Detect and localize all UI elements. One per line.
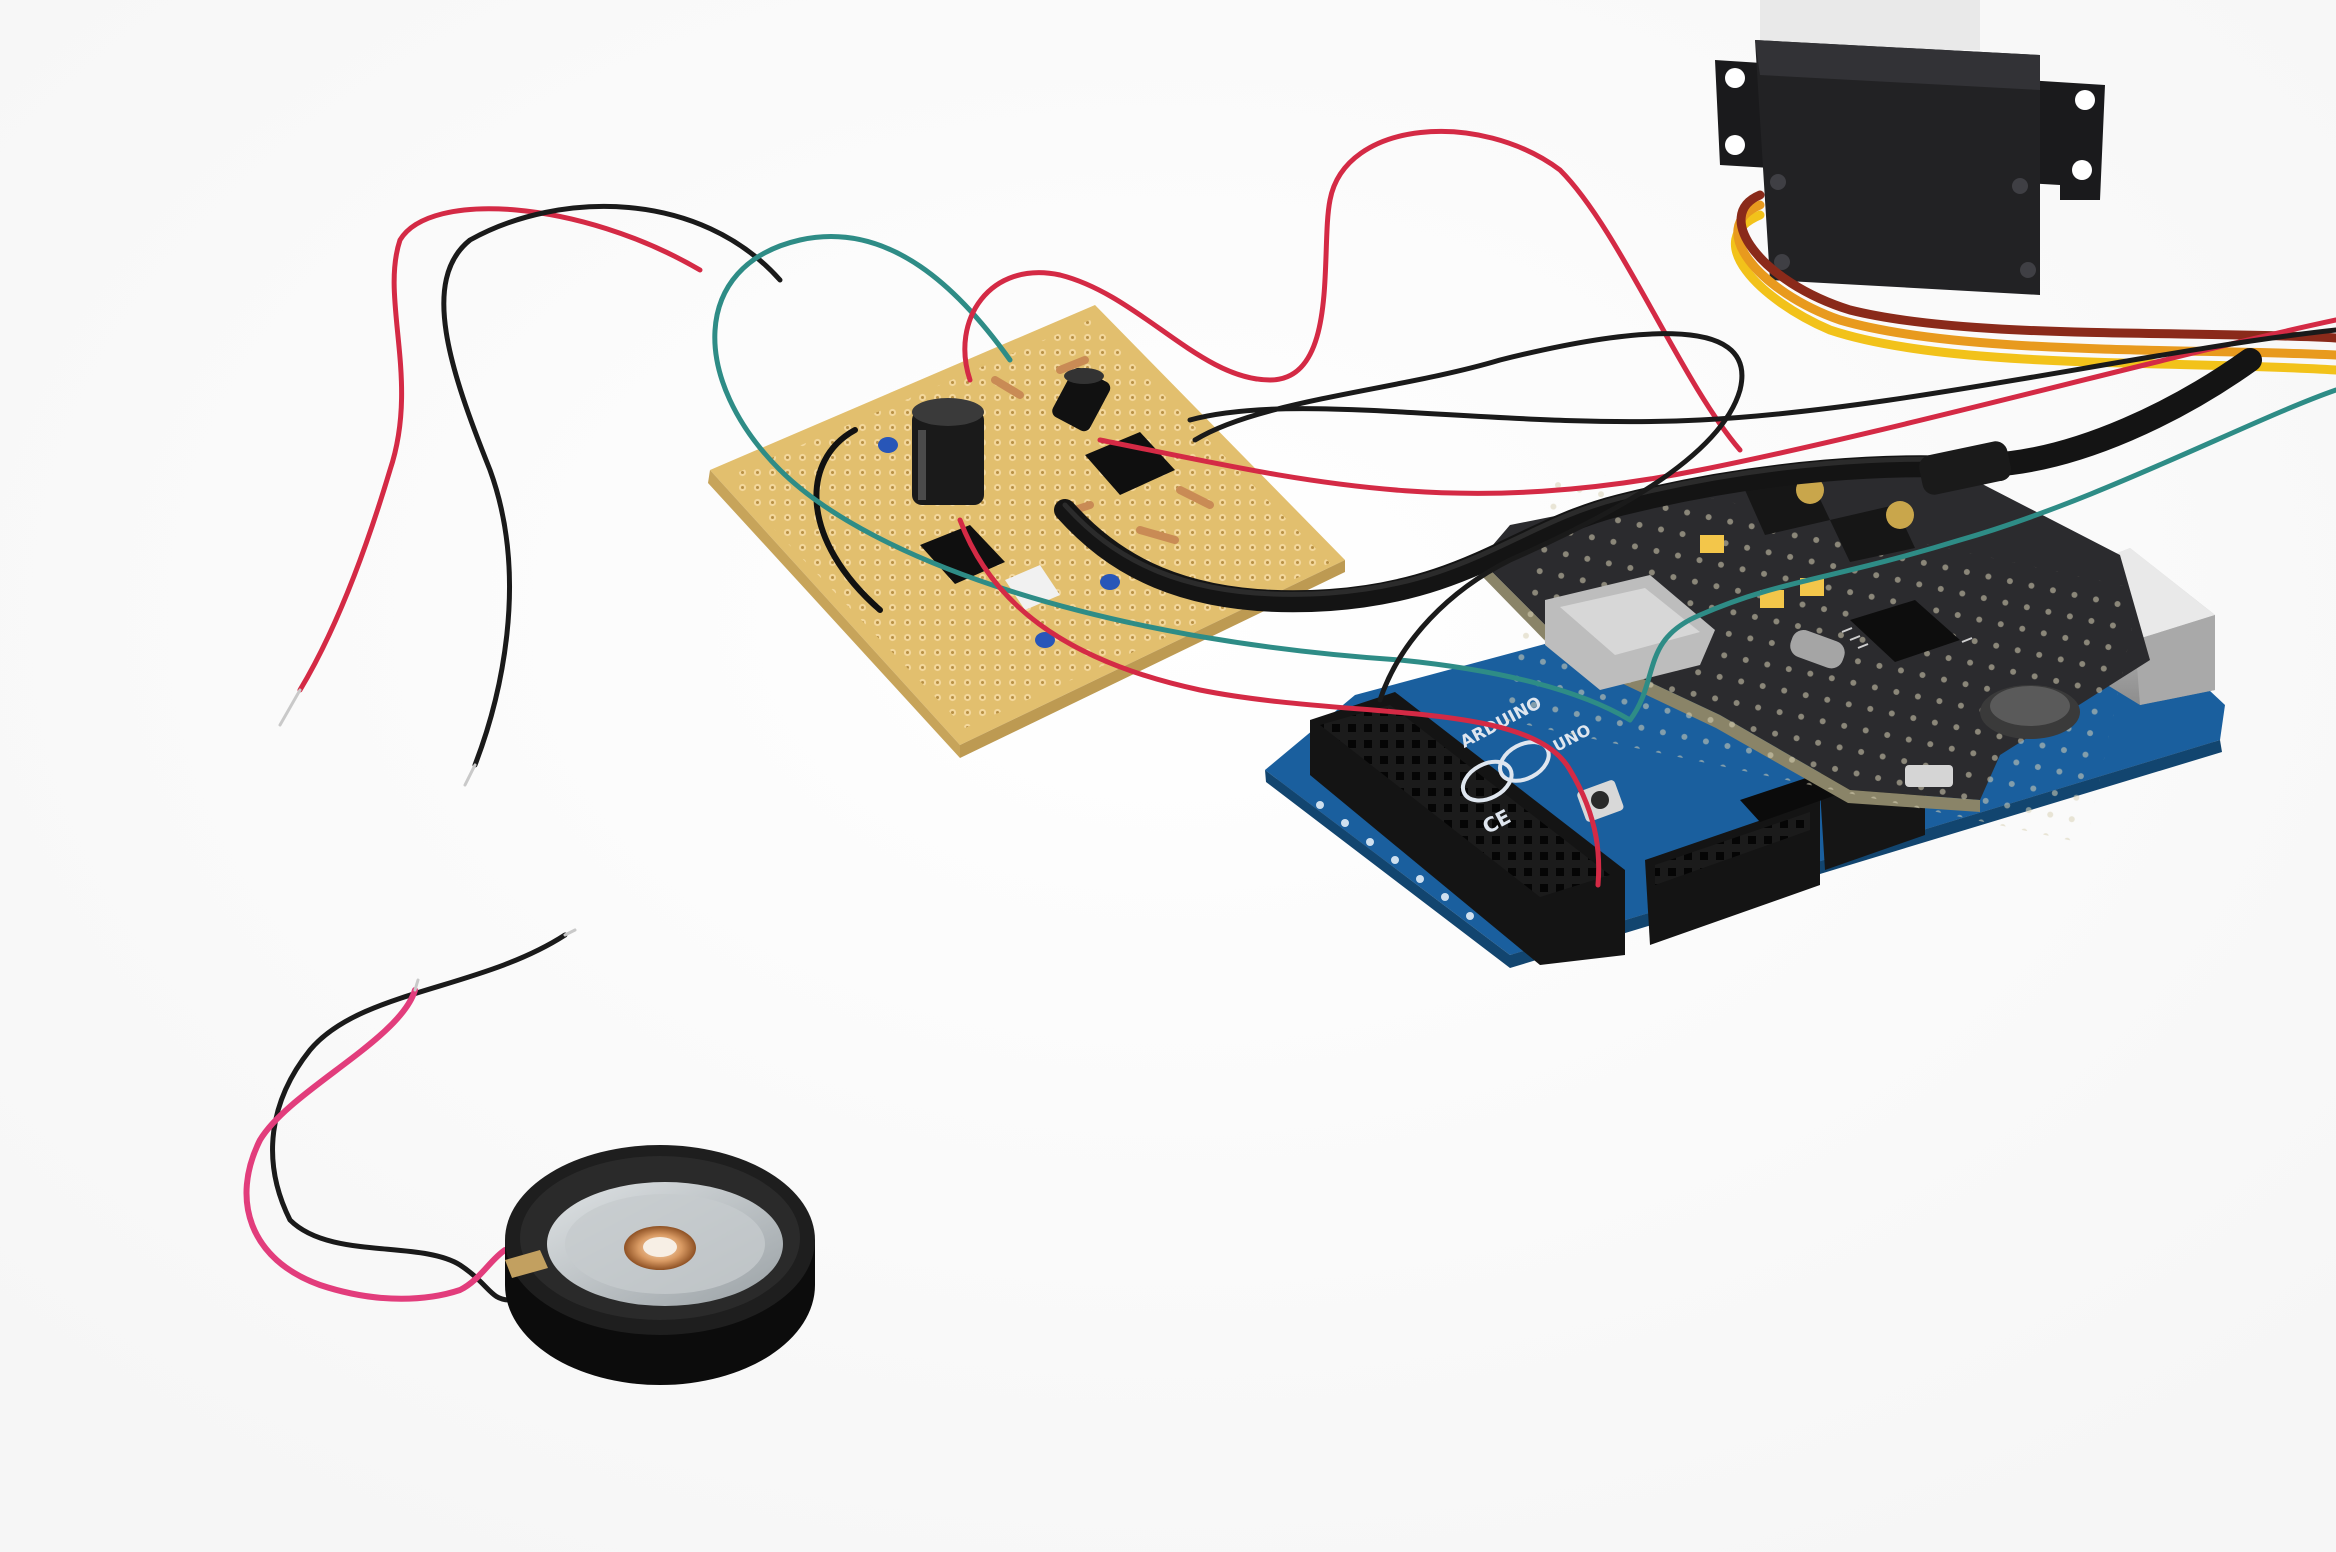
small-capacitor — [1052, 367, 1111, 432]
red-arch-wire — [962, 128, 1743, 453]
audio-shield — [1478, 464, 2150, 844]
teal-wire — [712, 234, 2336, 723]
amplifier-ic — [1085, 432, 1175, 495]
servo-body — [1755, 40, 2040, 295]
speaker — [243, 928, 815, 1385]
shield-chip — [1850, 600, 1960, 662]
black-power-cable — [1054, 348, 2262, 613]
electrolytic-capacitor — [912, 398, 984, 505]
audio-jacks — [1745, 476, 1915, 562]
servo-motor — [1715, 0, 2105, 295]
loose-wires — [278, 128, 2336, 888]
loose-red-wire — [297, 206, 703, 693]
loose-black-wire — [441, 204, 783, 768]
speaker-red-lead — [243, 987, 508, 1302]
